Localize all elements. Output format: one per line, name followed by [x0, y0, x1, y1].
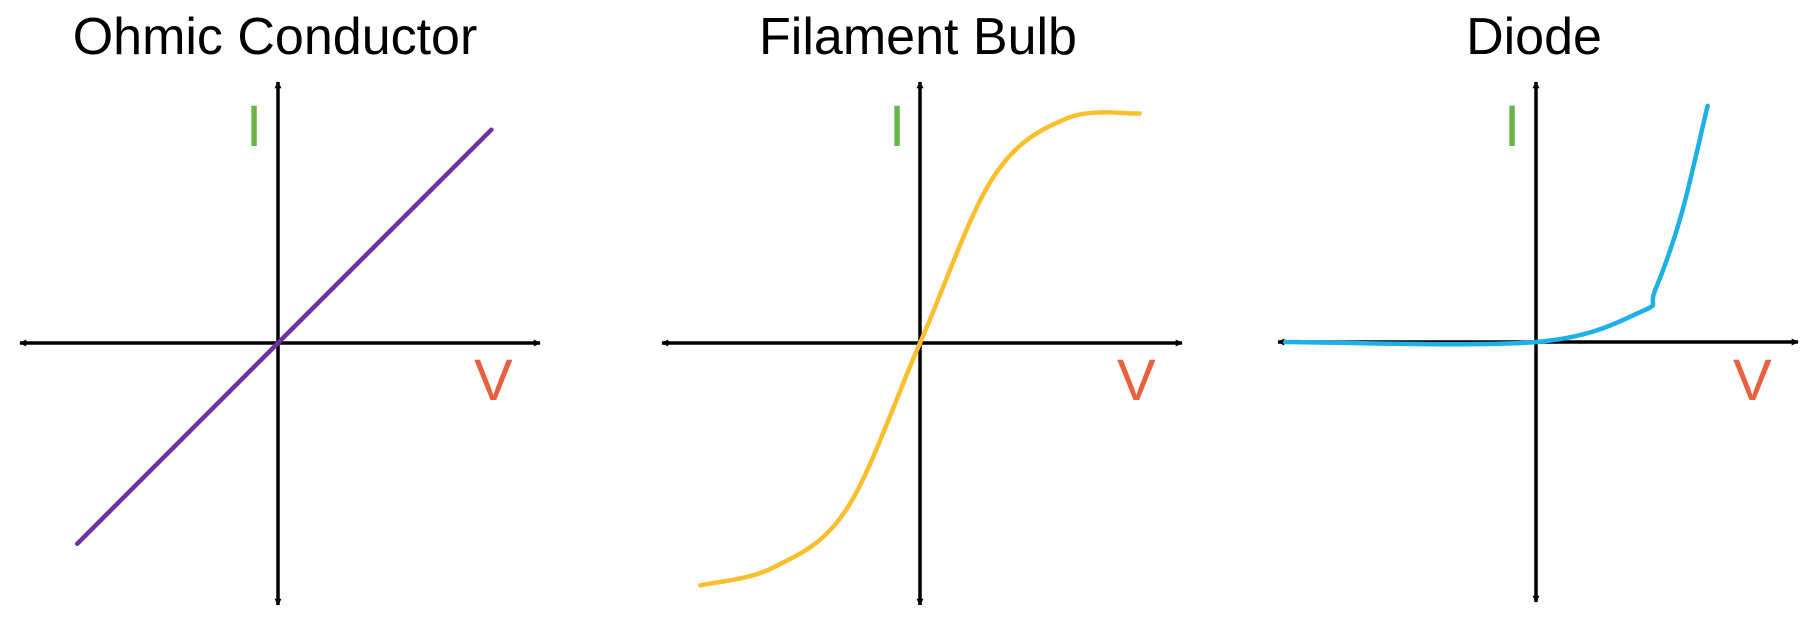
ylabel-diode: I — [1504, 94, 1521, 159]
panel-filament — [661, 81, 1183, 606]
curve-ohmic — [74, 127, 494, 547]
panel-title-ohmic: Ohmic Conductor — [72, 8, 478, 66]
xlabel-ohmic: V — [474, 348, 513, 413]
ylabel-ohmic: I — [246, 94, 263, 159]
curve-filament — [698, 110, 1142, 588]
panel-title-filament: Filament Bulb — [759, 8, 1077, 66]
xlabel-diode: V — [1733, 348, 1772, 413]
panel-diode — [1277, 81, 1799, 603]
ylabel-filament: I — [889, 94, 906, 159]
xlabel-filament: V — [1117, 348, 1156, 413]
curve-diode — [1282, 103, 1710, 347]
panel-title-diode: Diode — [1466, 8, 1602, 66]
panel-ohmic — [19, 81, 541, 606]
